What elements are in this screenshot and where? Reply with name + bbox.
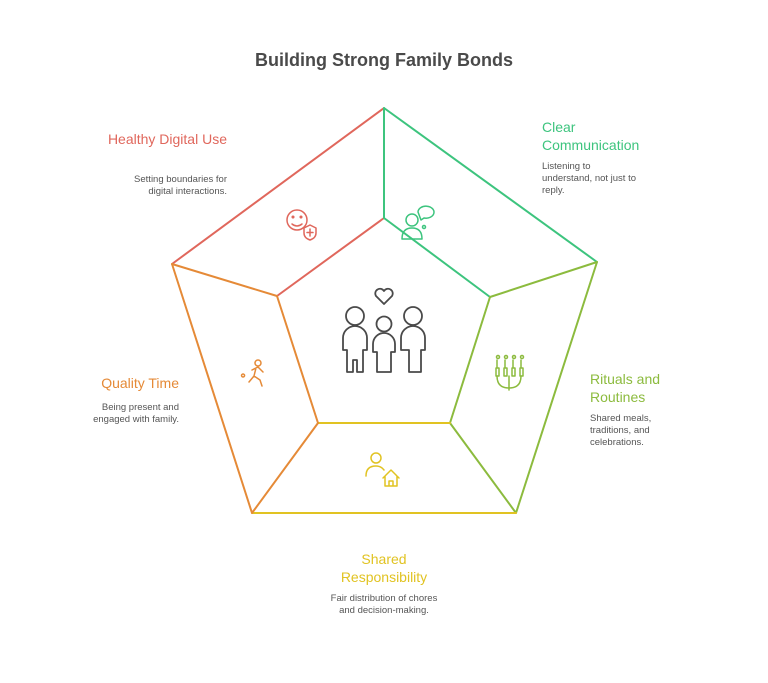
diagram-title: Building Strong Family Bonds [255,50,513,70]
section-desc-rituals-routines: Shared meals, traditions, and celebratio… [590,413,652,448]
section-desc-healthy-digital-use: Setting boundaries for digital interacti… [134,174,227,197]
baby-shield-icon [286,209,317,241]
section-desc-clear-communication: Listening to understand, not just to rep… [542,161,637,196]
section-label-rituals-routines: Rituals and Routines [590,371,661,405]
section-desc-shared-responsibility: Fair distribution of chores and decision… [330,593,438,616]
segment-clear-communication [383,107,598,298]
section-desc-quality-time: Being present and engaged with family. [93,402,179,425]
segment-shared-responsibility [251,422,517,514]
section-label-shared-responsibility: Shared Responsibility [340,551,428,585]
section-label-clear-communication: Clear Communication [542,119,640,153]
segment-rituals-routines [449,261,598,514]
running-person-icon [240,359,264,387]
person-speech-bubble-icon [401,205,435,240]
section-label-healthy-digital-use: Healthy Digital Use [107,131,227,147]
section-label-quality-time: Quality Time [101,375,179,391]
segment-quality-time [171,263,319,514]
menorah-icon [495,354,525,391]
segment-healthy-digital-use [171,107,385,297]
family-heart-icon [342,287,426,373]
person-house-icon [365,452,400,487]
